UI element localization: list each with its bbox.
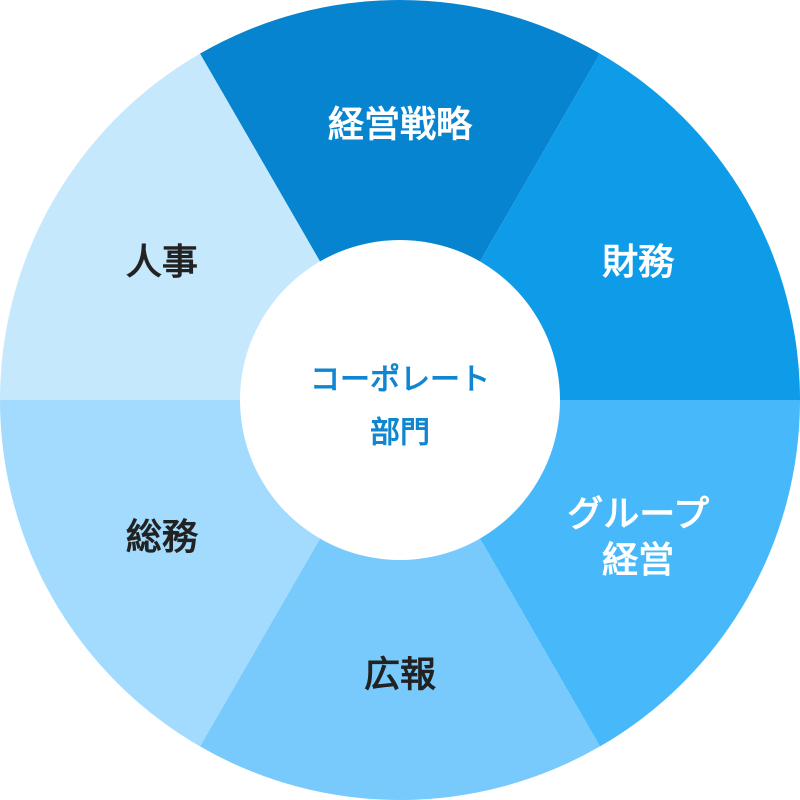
center-circle	[240, 240, 560, 560]
segment-label-koho: 広報	[364, 655, 436, 696]
segment-label-group-keiei-line1: グループ	[567, 494, 709, 535]
segment-label-zaimu: 財務	[602, 242, 675, 283]
segment-label-somu: 総務	[126, 517, 199, 558]
segment-label-group-keiei-line2: 経営	[602, 540, 674, 581]
segment-label-keiei-senryaku: 経営戦略	[328, 105, 473, 146]
center-label-line2: 部門	[370, 416, 430, 451]
center-label-line1: コーポレート	[310, 363, 490, 398]
segment-label-jinji: 人事	[126, 242, 198, 283]
segment-keiei-senryaku	[200, 0, 600, 400]
segment-koho	[200, 400, 600, 800]
